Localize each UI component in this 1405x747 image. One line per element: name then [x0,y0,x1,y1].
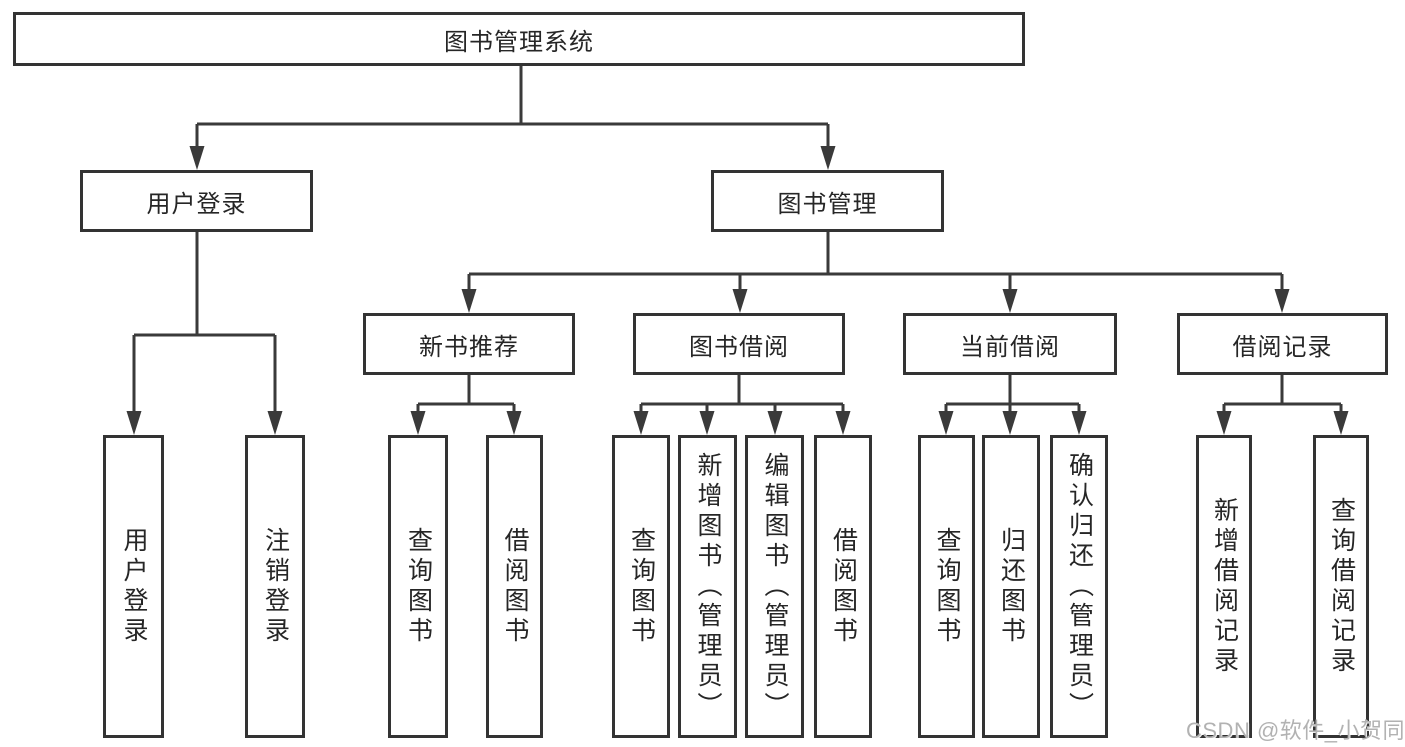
node-add-borrow-record-label: 新增借阅记录 [1210,496,1239,677]
node-book-management: 图书管理 [711,170,944,232]
node-new-book-recommend-label: 新书推荐 [419,333,519,361]
arrowhead [506,411,522,435]
node-new-book-recommend: 新书推荐 [363,313,575,375]
node-query-books-current: 查询图书 [918,435,975,738]
arrowhead [699,411,715,435]
connector-current-split [944,375,1081,416]
arrowhead [1002,289,1018,313]
arrowhead [461,289,477,313]
arrowhead [1274,289,1290,313]
node-query-borrow-record-label: 查询借阅记录 [1327,496,1356,677]
node-confirm-return-admin: 确认归还（管理员） [1050,435,1108,738]
node-add-book-admin-label: 新增图书（管理员） [694,451,722,722]
node-borrow-books-borrowing-label: 借阅图书 [829,526,858,647]
watermark: CSDN @软件_小贺同学 [1186,718,1405,743]
node-edit-book-admin: 编辑图书（管理员） [745,435,804,738]
node-root-label: 图书管理系统 [444,28,594,56]
node-query-books-newbook-label: 查询图书 [404,526,433,647]
node-borrow-books-newbook: 借阅图书 [486,435,543,738]
node-user-login-label: 用户登录 [146,190,247,218]
connector-user-login-split [132,232,277,416]
node-root: 图书管理系统 [13,12,1025,66]
node-current-borrowing: 当前借阅 [903,313,1117,375]
node-borrow-books-borrowing: 借阅图书 [814,435,872,738]
arrowhead [835,411,851,435]
node-logout-leaf: 注销登录 [245,435,305,738]
node-confirm-return-admin-label: 确认归还（管理员） [1065,451,1094,722]
arrowhead [410,411,426,435]
arrowheads [126,146,1349,435]
node-return-book: 归还图书 [982,435,1040,738]
node-current-borrowing-label: 当前借阅 [960,333,1060,361]
connector-newbook-split [416,375,516,416]
arrowhead [1216,411,1232,435]
arrowhead [126,411,142,435]
node-book-management-label: 图书管理 [777,190,878,218]
node-add-book-admin: 新增图书（管理员） [678,435,737,738]
arrowhead [732,289,748,313]
node-login-leaf-label: 用户登录 [120,526,148,647]
arrowhead [1333,411,1349,435]
arrowhead [767,411,783,435]
connector-root-split [195,66,830,150]
node-book-borrowing: 图书借阅 [633,313,845,375]
node-user-login: 用户登录 [80,170,313,232]
connector-records-split [1222,375,1343,416]
arrowhead [820,146,836,170]
arrowhead [633,411,649,435]
node-return-book-label: 归还图书 [997,526,1026,647]
node-query-books-newbook: 查询图书 [388,435,448,738]
arrowhead [1002,411,1018,435]
arrowhead [1071,411,1087,435]
node-query-borrow-record: 查询借阅记录 [1313,435,1369,738]
node-query-books-borrowing: 查询图书 [612,435,670,738]
node-borrow-records-label: 借阅记录 [1232,333,1333,361]
connector-book-mgmt-split [467,232,1284,294]
node-borrow-records: 借阅记录 [1177,313,1388,375]
connector-stems [132,66,1343,416]
arrowhead [938,411,954,435]
node-edit-book-admin-label: 编辑图书（管理员） [761,451,789,722]
arrowhead [267,411,283,435]
node-query-books-borrowing-label: 查询图书 [627,526,656,647]
connector-borrowing-split [639,375,845,416]
node-login-leaf: 用户登录 [103,435,164,738]
arrowhead [189,146,205,170]
node-add-borrow-record: 新增借阅记录 [1196,435,1252,738]
node-borrow-books-newbook-label: 借阅图书 [501,526,529,647]
node-query-books-current-label: 查询图书 [933,526,961,647]
node-book-borrowing-label: 图书借阅 [689,333,789,361]
node-logout-leaf-label: 注销登录 [261,526,290,647]
